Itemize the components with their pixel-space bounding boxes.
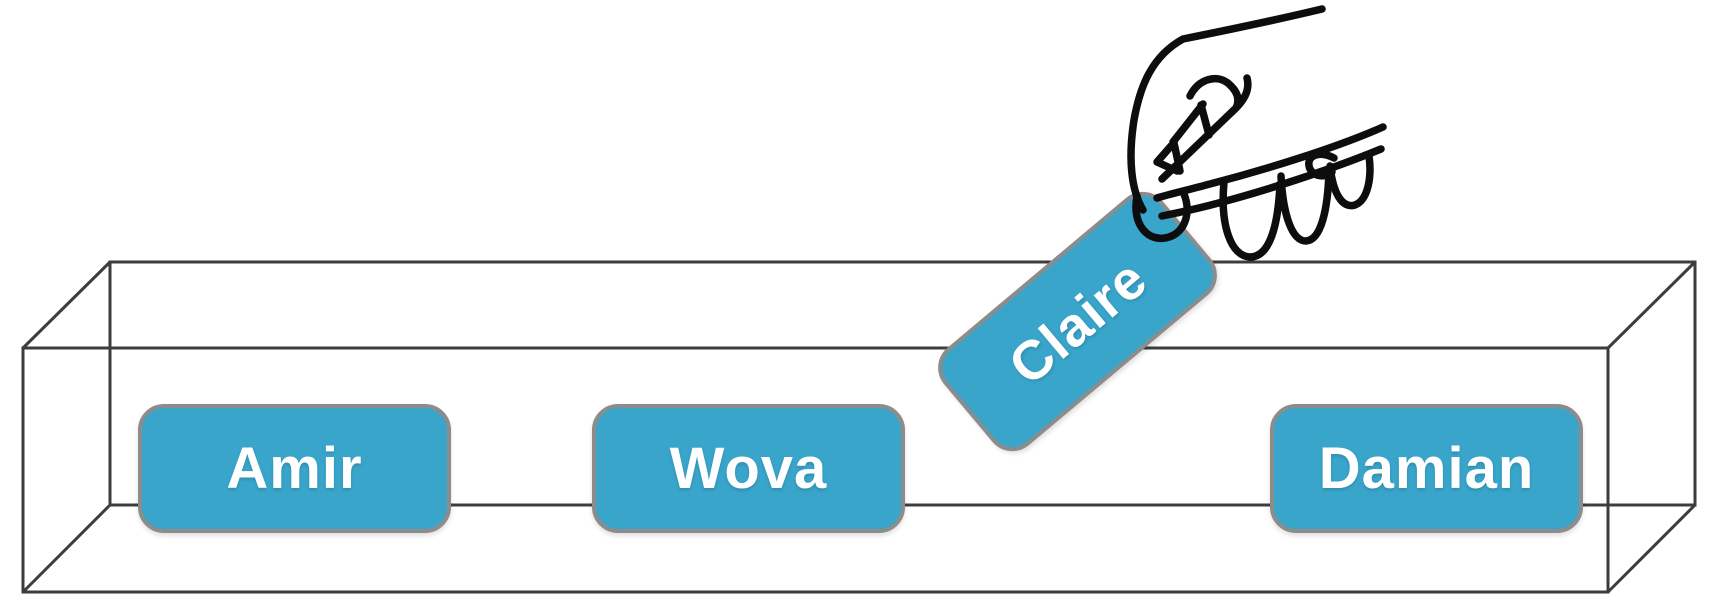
knuckle-lines [1153, 74, 1252, 183]
tile-damian[interactable]: Damian [1270, 404, 1583, 533]
curled-fingers [1219, 152, 1374, 261]
tile-amir[interactable]: Amir [138, 404, 451, 533]
tile-label: Claire [996, 246, 1159, 397]
index-knuckle-curl [1305, 150, 1338, 180]
tile-label: Damian [1318, 436, 1535, 501]
tile-label: Wova [669, 436, 828, 501]
tile-claire[interactable]: Claire [927, 181, 1228, 462]
tile-wova[interactable]: Wova [592, 404, 905, 533]
hand-contour [1127, 5, 1326, 214]
index-finger [1153, 123, 1387, 220]
tile-label: Amir [226, 436, 363, 501]
